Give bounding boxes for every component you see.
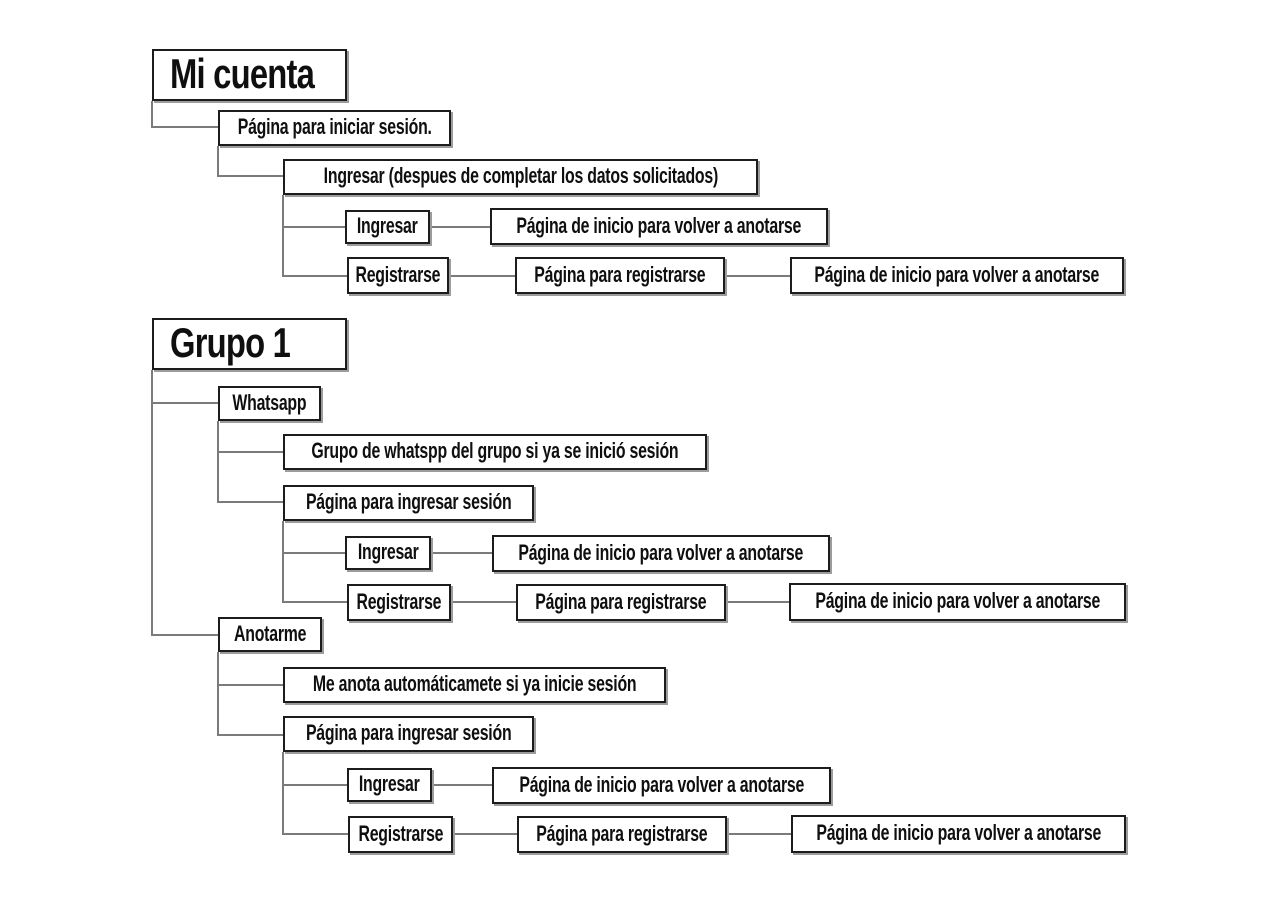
- connector-line: [431, 552, 492, 554]
- node-label: Registrarse: [358, 820, 443, 846]
- node-ingresar-datos-solicitados[interactable]: Ingresar (despues de completar los datos…: [283, 159, 758, 195]
- connector-line: [217, 146, 219, 177]
- node-label: Página para registrarse: [536, 820, 708, 846]
- connector-line: [282, 195, 284, 277]
- connector-line: [432, 784, 492, 786]
- node-mi-cuenta[interactable]: Mi cuenta: [152, 49, 347, 101]
- node-label: Grupo 1: [170, 319, 291, 366]
- connector-line: [217, 734, 284, 736]
- node-pagina-inicio-volver-anotarse-5[interactable]: Página de inicio para volver a anotarse: [492, 767, 831, 804]
- connector-line: [282, 552, 345, 554]
- connector-line: [451, 601, 516, 603]
- connector-line: [282, 833, 348, 835]
- connector-line: [449, 275, 515, 277]
- node-label: Ingresar: [357, 539, 419, 564]
- connector-line: [217, 421, 219, 503]
- node-label: Página de inicio para volver a anotarse: [519, 771, 804, 797]
- connector-line: [282, 784, 347, 786]
- node-ingresar-1[interactable]: Ingresar: [345, 210, 430, 244]
- node-label: Página de inicio para volver a anotarse: [516, 212, 802, 238]
- node-label: Página de inicio para volver a anotarse: [815, 588, 1100, 613]
- connector-line: [217, 652, 219, 736]
- node-pagina-inicio-volver-anotarse-1[interactable]: Página de inicio para volver a anotarse: [490, 208, 828, 245]
- node-label: Ingresar: [357, 213, 418, 238]
- node-pagina-registrarse-1[interactable]: Página para registrarse: [515, 257, 725, 294]
- connector-line: [282, 275, 347, 277]
- node-label: Registrarse: [355, 261, 441, 287]
- node-label: Whatsapp: [232, 389, 307, 415]
- node-label: Ingresar: [359, 771, 420, 796]
- connector-line: [151, 126, 219, 128]
- node-label: Página de inicio para volver a anotarse: [814, 261, 1100, 287]
- node-label: Grupo de whatspp del grupo si ya se inic…: [311, 438, 679, 463]
- connector-line: [151, 101, 153, 128]
- node-label: Ingresar (despues de completar los datos…: [323, 163, 718, 188]
- node-label: Me anota automáticamete si ya inicie ses…: [312, 671, 637, 696]
- node-pagina-ingresar-sesion-1[interactable]: Página para ingresar sesión: [283, 485, 534, 521]
- connector-line: [217, 501, 284, 503]
- node-label: Anotarme: [233, 620, 307, 646]
- connector-line: [151, 370, 153, 636]
- connector-line: [151, 402, 219, 404]
- connector-line: [151, 634, 219, 636]
- node-pagina-registrarse-2[interactable]: Página para registrarse: [516, 584, 726, 621]
- connector-line: [430, 226, 490, 228]
- node-ingresar-3[interactable]: Ingresar: [347, 768, 432, 802]
- node-grupo-whatsapp-sesion[interactable]: Grupo de whatspp del grupo si ya se inic…: [283, 434, 707, 470]
- connector-line: [217, 684, 284, 686]
- node-label: Registrarse: [356, 588, 442, 614]
- connector-line: [282, 226, 345, 228]
- node-pagina-ingresar-sesion-2[interactable]: Página para ingresar sesión: [283, 716, 534, 752]
- node-pagina-inicio-volver-anotarse-2[interactable]: Página de inicio para volver a anotarse: [790, 257, 1124, 294]
- node-label: Página para registrarse: [534, 261, 706, 287]
- connector-line: [282, 752, 284, 835]
- node-anotarme[interactable]: Anotarme: [218, 617, 322, 652]
- node-label: Página para iniciar sesión.: [237, 114, 432, 139]
- node-registrarse-1[interactable]: Registrarse: [347, 257, 449, 294]
- node-label: Mi cuenta: [170, 50, 315, 97]
- connector-line: [453, 833, 517, 835]
- node-ingresar-2[interactable]: Ingresar: [345, 536, 431, 570]
- node-pagina-inicio-volver-anotarse-4[interactable]: Página de inicio para volver a anotarse: [789, 583, 1126, 621]
- node-label: Página para ingresar sesión: [305, 489, 512, 514]
- node-label: Página para ingresar sesión: [305, 720, 512, 745]
- node-label: Página para registrarse: [535, 588, 707, 614]
- connector-line: [726, 601, 789, 603]
- node-grupo-1[interactable]: Grupo 1: [152, 318, 347, 370]
- connector-line: [282, 601, 347, 603]
- node-registrarse-3[interactable]: Registrarse: [348, 816, 453, 853]
- node-pagina-inicio-volver-anotarse-6[interactable]: Página de inicio para volver a anotarse: [791, 815, 1126, 853]
- node-registrarse-2[interactable]: Registrarse: [347, 584, 451, 621]
- connector-line: [727, 833, 791, 835]
- connector-line: [217, 451, 284, 453]
- node-pagina-registrarse-3[interactable]: Página para registrarse: [517, 816, 727, 853]
- connector-line: [725, 275, 790, 277]
- node-label: Página de inicio para volver a anotarse: [518, 539, 804, 565]
- node-label: Página de inicio para volver a anotarse: [816, 820, 1101, 845]
- node-pagina-iniciar-sesion[interactable]: Página para iniciar sesión.: [218, 110, 451, 146]
- node-me-anota-automaticamente[interactable]: Me anota automáticamete si ya inicie ses…: [283, 667, 666, 703]
- connector-line: [282, 521, 284, 602]
- node-pagina-inicio-volver-anotarse-3[interactable]: Página de inicio para volver a anotarse: [492, 535, 830, 572]
- node-whatsapp[interactable]: Whatsapp: [218, 386, 321, 421]
- connector-line: [217, 175, 284, 177]
